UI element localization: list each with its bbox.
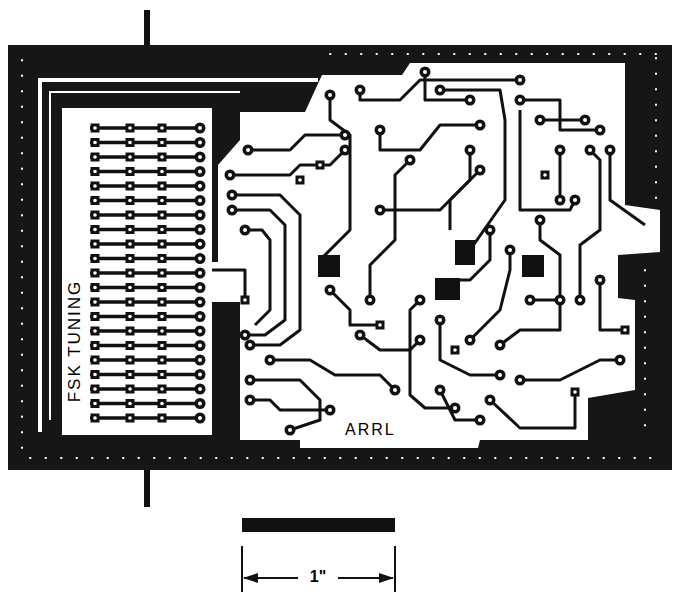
component-pads <box>225 67 630 436</box>
tuning-area <box>62 108 212 435</box>
edge-dots <box>22 54 660 458</box>
arrowhead <box>243 573 258 583</box>
tuning-traces <box>90 123 206 424</box>
board-label: FSK TUNING <box>65 251 85 431</box>
circuit-traces <box>212 72 645 430</box>
ground-pads <box>318 240 544 300</box>
board-tab <box>144 10 150 50</box>
dimension-label: 1" <box>298 568 338 588</box>
dimension-line <box>242 546 395 592</box>
board-tab <box>144 465 150 507</box>
board-label: ARRL <box>345 421 396 441</box>
circuit-area <box>218 63 660 448</box>
scale-bar <box>242 518 395 532</box>
arrowhead <box>379 573 394 583</box>
board-ground <box>8 45 672 470</box>
